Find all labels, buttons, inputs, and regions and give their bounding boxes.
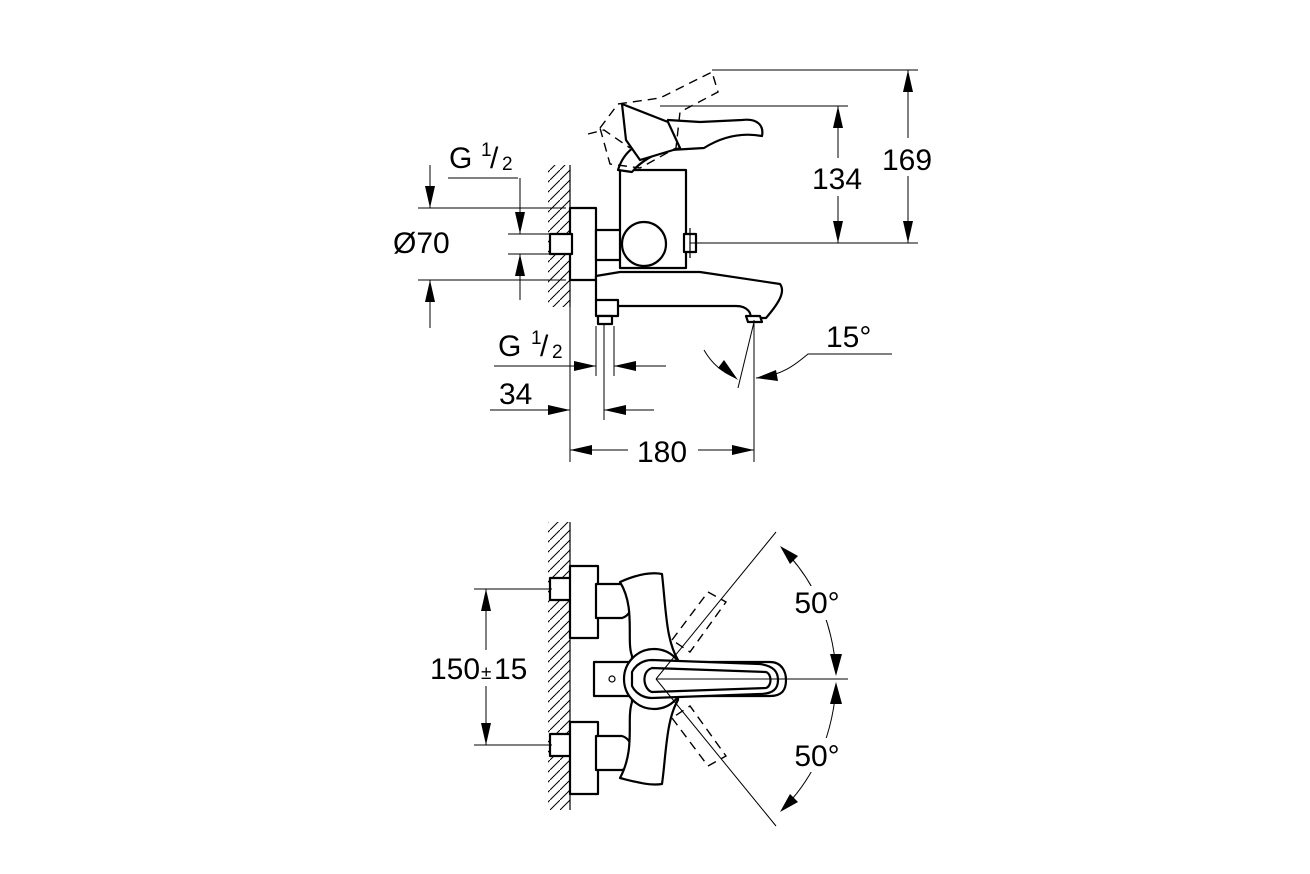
dim-50-upper: 50° [780,546,848,676]
dim-d70-label: Ø70 [393,227,450,260]
dim-g-bottom: G 1 / 2 [494,326,666,376]
dim-g-top-g: G [449,142,472,175]
angle-axes [655,531,848,827]
dim-134: 134 [660,105,868,243]
dim-150-tol: 15 [494,653,527,686]
dim-34: 34 [490,307,654,462]
side-view: 169 134 Ø70 [393,69,940,469]
dim-d70: Ø70 [393,165,566,328]
dim-150-label: 150 [430,653,480,686]
dim-g-top-num: 1 [481,140,492,161]
dim-15deg: 15° [703,321,892,389]
dim-50-lower: 50° [780,682,848,812]
top-view: 50° 50° 150 ± 15 [428,522,848,827]
dim-g-top-den: 2 [502,154,513,175]
dim-g-bottom-num: 1 [531,328,542,349]
dim-g-bottom-den: 2 [552,342,563,363]
dim-150-pm: ± [481,663,491,684]
dim-g-top-slash: / [490,142,499,175]
dim-50-lower-label: 50° [794,740,839,773]
dim-g-bottom-g: G [498,330,521,363]
dim-50-upper-label: 50° [794,587,839,620]
dim-g-bottom-slash: / [540,330,549,363]
mixer-body-side [548,71,784,326]
dim-180-label: 180 [637,436,687,469]
dim-169: 169 [690,69,940,244]
dim-169-label: 169 [882,144,932,177]
dim-34-label: 34 [499,378,532,411]
mixer-body-top [548,564,788,796]
dim-134-label: 134 [812,163,862,196]
dim-150: 150 ± 15 [428,588,552,746]
dim-g-top: G 1 / 2 [448,140,552,300]
dim-180: 180 [570,320,755,469]
dim-15deg-label: 15° [826,321,871,354]
top-wall [548,522,571,810]
